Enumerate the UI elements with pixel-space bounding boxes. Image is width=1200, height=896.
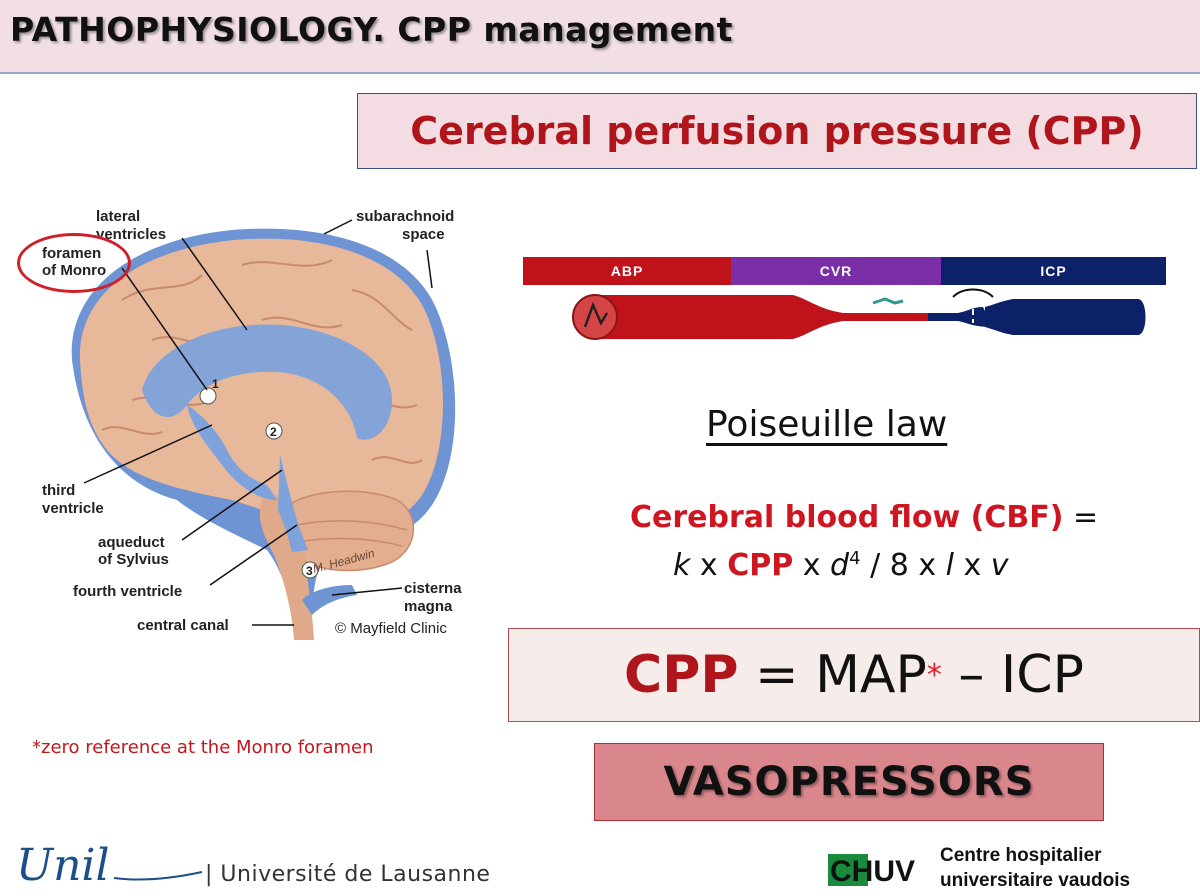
label-copyright: © Mayfield Clinic xyxy=(335,620,447,637)
segment-abp: ABP xyxy=(523,257,731,285)
label-cisterna: cisterna xyxy=(404,580,462,597)
label-lateral: lateral xyxy=(96,208,141,225)
formula-times-3: x xyxy=(953,548,991,583)
label-central-canal: central canal xyxy=(137,617,229,634)
cbf-label: Cerebral blood flow (CBF) xyxy=(630,500,1064,535)
vasopressors-label: VASOPRESSORS xyxy=(663,759,1035,805)
zero-reference-note: *zero reference at the Monro foramen xyxy=(32,737,374,758)
segment-cvr: CVR xyxy=(731,257,941,285)
label-ventricle: ventricle xyxy=(42,500,104,517)
vessel-schematic: ABP CVR ICP xyxy=(523,257,1166,349)
brain-drawing xyxy=(71,219,456,640)
cbf-formula-line1: Cerebral blood flow (CBF) = xyxy=(630,500,1098,535)
label-magna: magna xyxy=(404,598,453,615)
formula-times-2: x xyxy=(793,548,831,583)
formula-l: l xyxy=(945,548,954,583)
poiseuille-law-title: Poiseuille law xyxy=(706,404,948,445)
chuv-name-line1: Centre hospitalier xyxy=(940,845,1102,866)
cpp-title-box: Cerebral perfusion pressure (CPP) xyxy=(357,93,1197,169)
cpp-equation-box: CPP = MAP* – ICP xyxy=(508,628,1200,722)
vasopressors-box: VASOPRESSORS xyxy=(594,743,1104,821)
chuv-name: Centre hospitalier universitaire vaudois xyxy=(940,843,1130,893)
slide-title: PATHOPHYSIOLOGY. CPP management xyxy=(10,10,733,49)
vessel-drawing xyxy=(572,288,1146,340)
label-ventricles: ventricles xyxy=(96,226,167,243)
formula-divide: / 8 x xyxy=(860,548,946,583)
equation-map: = MAP xyxy=(738,645,927,705)
cpp-title: Cerebral perfusion pressure (CPP) xyxy=(410,109,1144,153)
equation-cpp: CPP xyxy=(624,645,739,705)
svg-text:CHUV: CHUV xyxy=(830,855,915,888)
label-of-sylvius: of Sylvius xyxy=(98,551,169,568)
chuv-logo: CHUV xyxy=(828,854,915,888)
label-aqueduct: aqueduct xyxy=(98,534,165,551)
label-fourth-ventricle: fourth ventricle xyxy=(73,583,183,600)
circle-number-2: 2 xyxy=(270,425,277,439)
brain-illustration: 1 2 3 M. Headwin lateral ventricles fora… xyxy=(12,200,492,645)
formula-times-1: x xyxy=(690,548,728,583)
circle-number-1: 1 xyxy=(212,377,219,391)
foramen-highlight-ring xyxy=(17,233,131,293)
label-space: space xyxy=(402,226,445,243)
formula-d: d xyxy=(830,548,850,583)
formula-d-exponent: 4 xyxy=(849,548,861,569)
formula-cpp: CPP xyxy=(727,548,794,583)
label-third: third xyxy=(42,482,76,499)
equation-icp: – ICP xyxy=(941,645,1084,705)
circle-number-3: 3 xyxy=(306,564,313,578)
svg-text:Unil: Unil xyxy=(16,840,110,891)
unil-name: | Université de Lausanne xyxy=(205,862,491,887)
unil-logo: Unil xyxy=(16,840,203,891)
slide-header: PATHOPHYSIOLOGY. CPP management xyxy=(0,0,1200,74)
equation-star: * xyxy=(926,657,942,693)
cbf-equals: = xyxy=(1063,500,1099,535)
segment-icp: ICP xyxy=(941,257,1166,285)
cbf-formula-line2: k x CPP x d4 / 8 x l x v xyxy=(673,548,1009,583)
chuv-name-line2: universitaire vaudois xyxy=(940,870,1131,891)
formula-v: v xyxy=(990,548,1009,583)
formula-k: k xyxy=(673,548,691,583)
label-subarachnoid: subarachnoid xyxy=(356,208,455,225)
